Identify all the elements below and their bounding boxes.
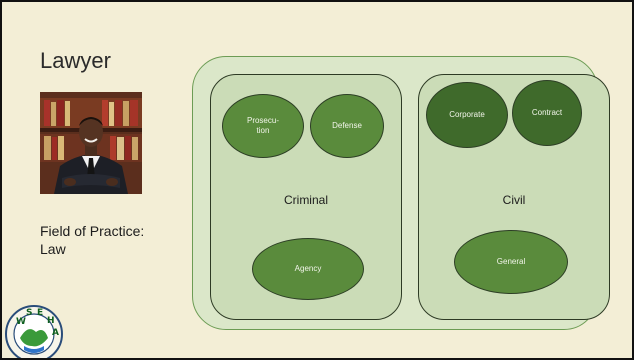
civil-group-label: Civil (502, 193, 526, 207)
svg-text:H: H (47, 316, 55, 326)
lawyer-photo (40, 92, 142, 194)
oval-defense: Defense (310, 94, 384, 158)
oval-corporate: Corporate (426, 82, 508, 148)
oval-contract: Contract (512, 80, 582, 146)
svg-text:S: S (26, 308, 32, 318)
field-of-practice: Field of Practice: Law (40, 222, 180, 258)
wseha-logo: W S E H A (4, 304, 64, 358)
svg-text:W: W (16, 317, 26, 327)
svg-text:E: E (37, 308, 43, 318)
oval-general: General (454, 230, 568, 294)
oval-agency: Agency (252, 238, 364, 300)
oval-prosecution: Prosecu- tion (222, 94, 304, 158)
criminal-group-label: Criminal (283, 193, 328, 207)
field-of-practice-value: Law (40, 241, 66, 257)
svg-text:A: A (52, 328, 59, 338)
field-of-practice-label: Field of Practice: (40, 223, 145, 239)
slide-title: Lawyer (40, 48, 111, 73)
